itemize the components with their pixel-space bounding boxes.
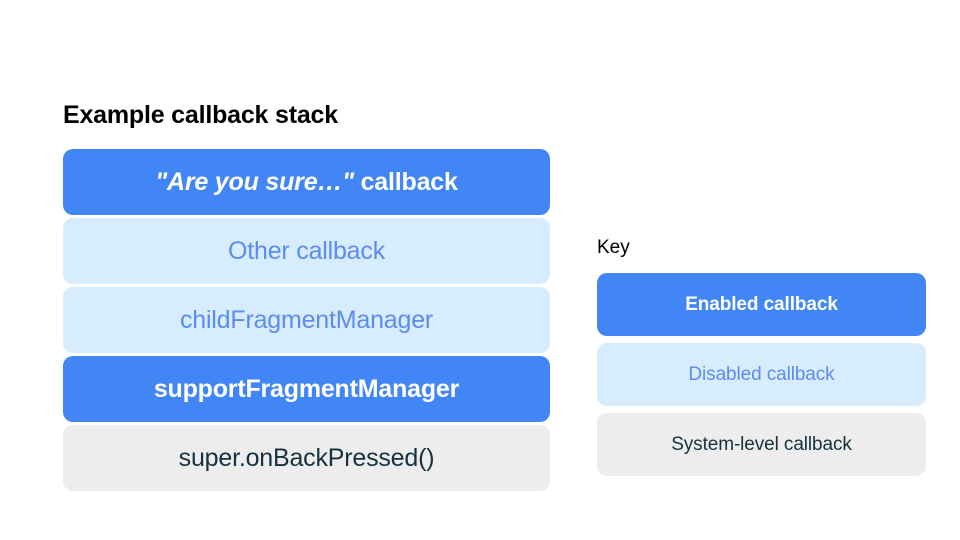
callback-stack-section: Example callback stack "Are you sure…" c… — [63, 100, 550, 491]
key-item-label: Enabled callback — [685, 293, 838, 315]
key-item-label: Disabled callback — [688, 363, 835, 385]
stack-item-label-plain: callback — [353, 168, 458, 196]
key-item-system-level-callback[interactable]: System-level callback — [597, 413, 926, 476]
stack-item-label: childFragmentManager — [179, 306, 434, 334]
callback-stack-list: "Are you sure…" callback Other callback … — [63, 149, 550, 491]
stack-item-super-on-back-pressed[interactable]: super.onBackPressed() — [63, 425, 550, 491]
stack-item-label: super.onBackPressed() — [178, 444, 435, 472]
stack-item-label: "Are you sure…" callback — [155, 168, 458, 196]
key-legend-section: Key Enabled callback Disabled callback S… — [597, 236, 926, 476]
key-item-enabled-callback[interactable]: Enabled callback — [597, 273, 926, 336]
stack-item-other-callback[interactable]: Other callback — [63, 218, 550, 284]
key-title: Key — [597, 237, 630, 258]
stack-item-label-quoted: "Are you sure…" — [155, 168, 354, 196]
stack-item-child-fragment-manager[interactable]: childFragmentManager — [63, 287, 550, 353]
page-title: Example callback stack — [63, 101, 338, 129]
key-item-label: System-level callback — [671, 433, 852, 455]
stack-item-support-fragment-manager[interactable]: supportFragmentManager — [63, 356, 550, 422]
stack-item-are-you-sure-callback[interactable]: "Are you sure…" callback — [63, 149, 550, 215]
key-item-disabled-callback[interactable]: Disabled callback — [597, 343, 926, 406]
key-legend-list: Enabled callback Disabled callback Syste… — [597, 273, 926, 476]
stack-item-label: supportFragmentManager — [153, 375, 460, 403]
stack-item-label: Other callback — [228, 237, 385, 265]
